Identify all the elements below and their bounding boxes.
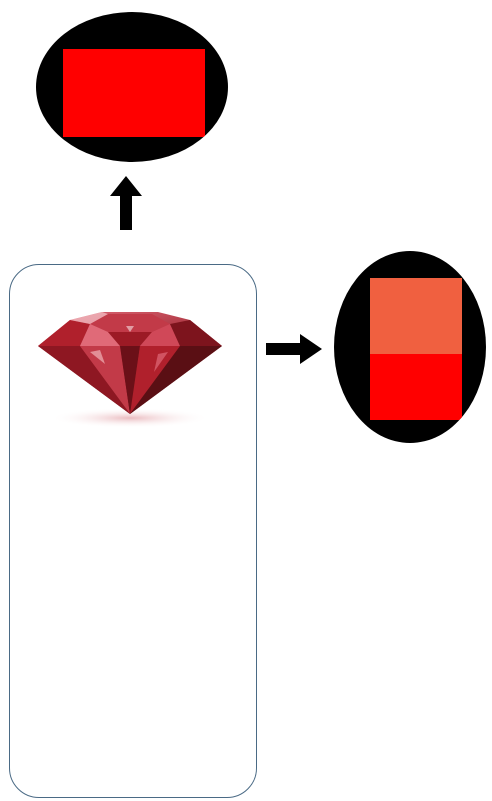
side-view-coral-swatch	[370, 278, 462, 354]
top-view-red-swatch	[63, 49, 205, 137]
side-view-lens	[334, 251, 486, 443]
side-view-red-swatch	[370, 354, 462, 420]
arrow-right-icon	[266, 334, 322, 364]
top-view-lens	[36, 12, 228, 162]
red-diamond-icon	[30, 302, 230, 432]
arrow-up-icon	[110, 176, 142, 230]
